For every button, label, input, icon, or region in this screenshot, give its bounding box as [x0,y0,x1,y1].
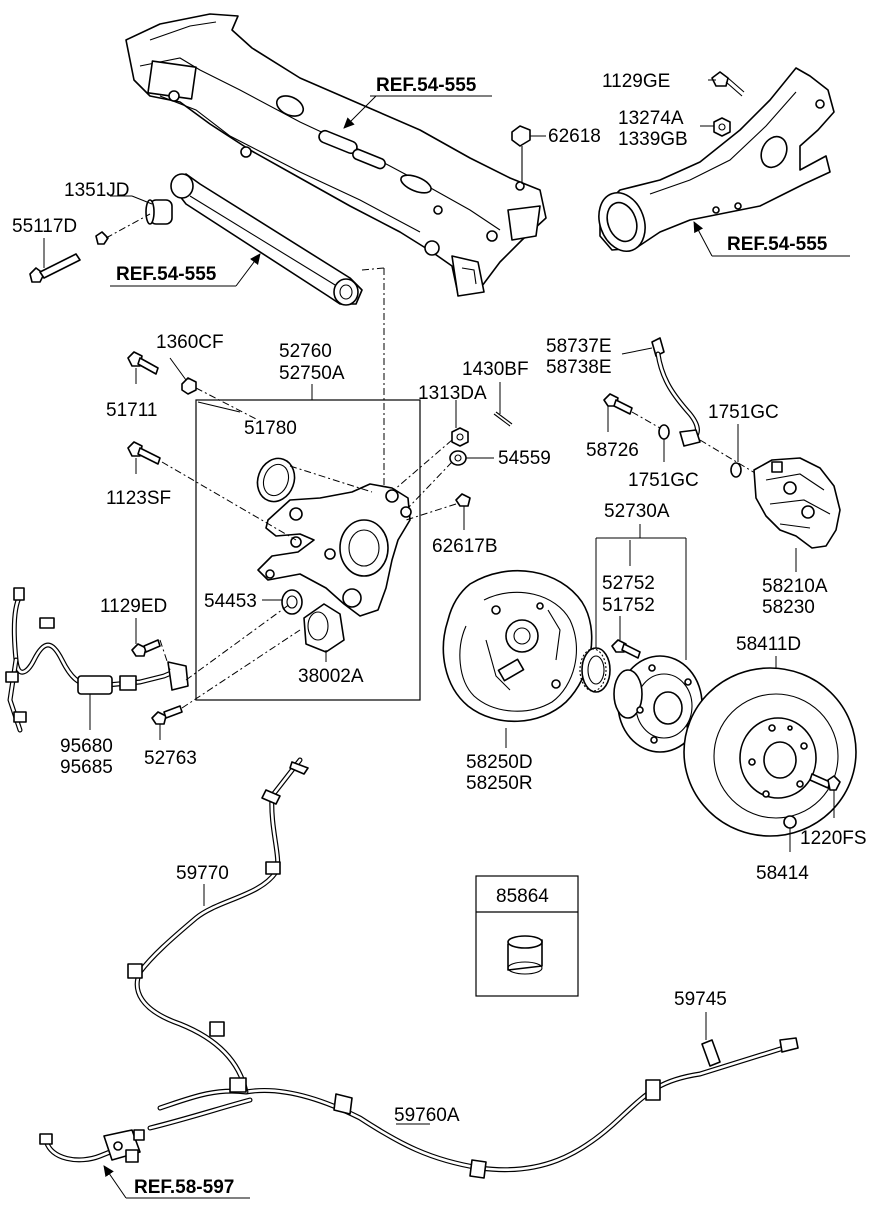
plug-58414[interactable] [783,815,797,829]
bushing-38002A[interactable] [303,603,345,653]
brake-backing-plate[interactable] [442,570,593,723]
part-label-58737E: 58737E [546,336,612,357]
bolt-1129ED[interactable] [131,639,161,657]
parking-brake-cable-59760A[interactable] [147,1037,799,1179]
washer-54559[interactable] [449,450,467,466]
nut-62618[interactable] [511,125,531,184]
part-label-1751GC-a: 1751GC [708,402,779,423]
part-label-55117D: 55117D [12,216,77,237]
part-label-58738E: 58738E [546,357,612,378]
part-label-58250R: 58250R [466,773,533,794]
part-label-54559: 54559 [498,448,551,469]
nut-13274A[interactable] [713,117,731,137]
part-box-85864[interactable] [475,875,579,997]
part-label-54453: 54453 [204,591,257,612]
bolt-1129GE[interactable] [711,71,745,97]
part-label-59745: 59745 [674,989,727,1010]
screw-1220FS[interactable] [809,773,841,791]
parking-ref-label: REF.58-597 [134,1177,234,1198]
part-label-58230: 58230 [762,597,815,618]
part-label-38002A: 38002A [298,666,364,687]
part-label-51752: 51752 [602,595,655,616]
part-label-62617B: 62617B [432,536,498,557]
trailing-arm-ref-label: REF.54-555 [727,234,828,255]
bolt-58726[interactable] [603,393,633,415]
brake-disc[interactable] [683,667,857,837]
knuckle-group-box [195,399,421,701]
crossmember-ref-label: REF.54-555 [376,75,477,96]
bolt-55117D[interactable] [29,253,81,283]
part-label-1313DA: 1313DA [418,383,487,404]
cable-clip-59745[interactable] [701,1039,721,1067]
bushing-54453[interactable] [281,589,303,615]
part-label-95680: 95680 [60,736,113,757]
part-label-58250D: 58250D [466,752,533,773]
rear-knuckle[interactable] [257,483,412,617]
part-label-1129GE: 1129GE [602,71,670,92]
part-label-51711: 51711 [106,400,157,421]
parking-cable-equalizer[interactable] [39,1129,145,1163]
part-label-52763: 52763 [144,748,197,769]
part-label-1129ED: 1129ED [100,596,167,617]
washer-1751GC-b[interactable] [730,462,742,478]
part-label-13274A: 13274A [618,108,684,129]
bushing-1351JD[interactable] [95,199,173,245]
part-label-52760: 52760 [279,341,332,362]
part-label-52750A: 52750A [279,363,345,384]
part-label-95685: 95685 [60,757,113,778]
part-label-1123SF: 1123SF [106,488,171,509]
lower-control-arm[interactable] [170,173,363,306]
parking-brake-cable-59770[interactable] [127,757,309,1095]
part-label-1339GB: 1339GB [618,129,688,150]
part-label-62618: 62618 [548,126,601,147]
seal-51780[interactable] [252,453,301,507]
washer-1751GC-a[interactable] [658,424,670,440]
part-label-85864: 85864 [496,886,549,907]
part-label-1360CF: 1360CF [156,332,224,353]
trailing-arm[interactable] [591,67,835,258]
part-label-52752: 52752 [602,573,655,594]
bolt-62617B[interactable] [455,493,471,507]
brake-caliper[interactable] [753,457,841,549]
rear-crossmember[interactable] [125,13,547,297]
part-label-58411D: 58411D [736,634,801,655]
nut-1313DA[interactable] [451,427,469,447]
part-label-1751GC-b: 1751GC [628,470,699,491]
nut-1360CF[interactable] [181,377,197,395]
part-label-1220FS: 1220FS [800,828,867,849]
wheel-hub-bearing[interactable] [613,655,703,753]
crossmember-ref-leader [343,95,377,129]
part-label-1351JD: 1351JD [64,180,130,201]
tone-ring[interactable] [579,647,611,693]
part-label-51780: 51780 [244,418,297,439]
part-label-59760A: 59760A [394,1105,460,1126]
part-label-52730A: 52730A [604,501,670,522]
bolt-1123SF[interactable] [127,441,161,465]
part-label-58414: 58414 [756,863,809,884]
brake-hose[interactable] [651,337,701,447]
bolt-51711[interactable] [127,351,159,375]
pin-1430BF[interactable] [493,411,513,427]
part-label-1430BF: 1430BF [462,359,529,380]
wheel-speed-sensor-harness[interactable] [5,587,189,733]
hub-bolt-51752[interactable] [611,639,641,659]
part-label-58210A: 58210A [762,576,828,597]
part-label-59770: 59770 [176,863,229,884]
lower-arm-ref-label: REF.54-555 [116,264,217,285]
bolt-52763[interactable] [151,705,183,725]
part-label-58726: 58726 [586,440,639,461]
